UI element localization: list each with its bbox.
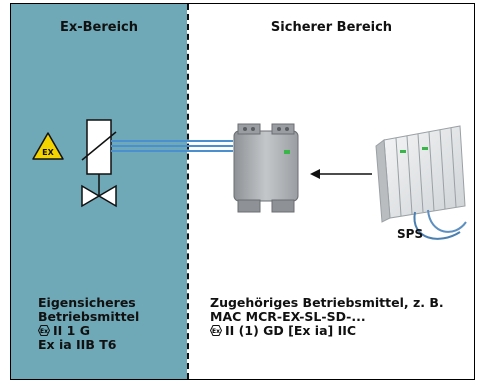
warning-sign-label: EX <box>42 148 54 157</box>
safe-caption-line-2: MAC MCR-EX-SL-SD-... <box>210 309 366 324</box>
signal-arrow <box>310 169 372 179</box>
safe-caption-line-3: Ex II (1) GD [Ex ia] IIC <box>209 323 444 338</box>
ex-hexagon-icon: Ex <box>37 325 51 336</box>
safe-caption-marking: II (1) GD [Ex ia] IIC <box>225 323 357 338</box>
signal-cable <box>111 140 233 152</box>
safe-caption-line-1: Zugehöriges Betriebsmittel, z. B. <box>210 295 444 310</box>
ex-hexagon-icon: Ex <box>209 325 223 336</box>
safe-caption: Zugehöriges Betriebsmittel, z. B. MAC MC… <box>209 295 444 338</box>
svg-text:Ex: Ex <box>40 328 48 335</box>
plc-label: SPS <box>397 227 423 241</box>
din-rail-module-icon <box>233 123 299 213</box>
ex-caption-line-1: Eigensicheres <box>38 295 136 310</box>
solenoid-valve-icon <box>81 119 117 208</box>
safe-zone-title: Sicherer Bereich <box>270 20 393 35</box>
ex-caption-line-3: Ex II 1 G <box>37 323 139 338</box>
ex-zone-title: Ex-Bereich <box>59 20 139 35</box>
ex-caption: Eigensicheres Betriebsmittel Ex II 1 G E… <box>37 295 140 352</box>
explosion-warning-icon: EX <box>32 132 64 160</box>
ex-caption-line-4: Ex ia IIB T6 <box>38 337 117 352</box>
plc-rack-icon: SPS <box>375 125 467 241</box>
ex-caption-line-2: Betriebsmittel <box>38 309 140 324</box>
zone-divider <box>187 4 189 379</box>
ex-caption-marking: II 1 G <box>53 323 90 338</box>
svg-text:Ex: Ex <box>212 328 220 335</box>
